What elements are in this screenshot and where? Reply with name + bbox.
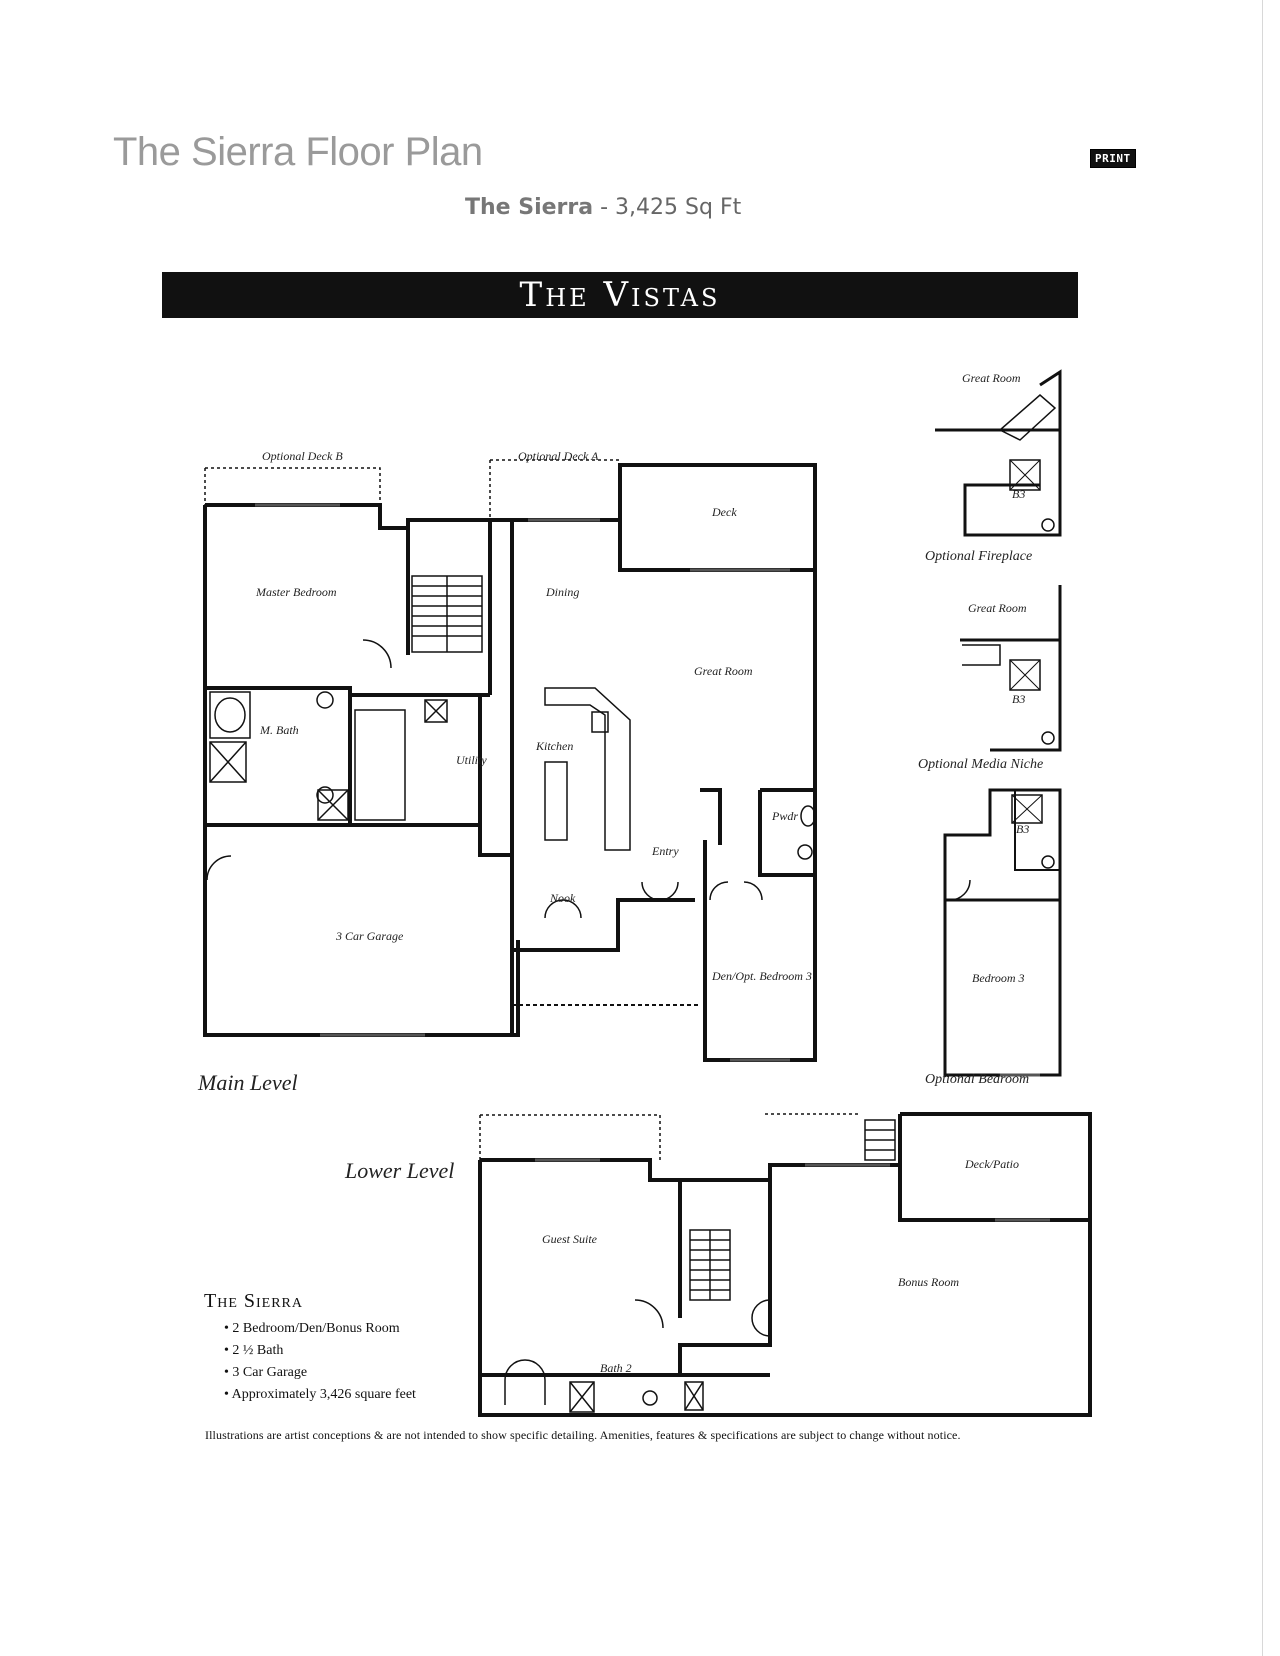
features-title: The Sierra <box>204 1290 304 1312</box>
label-optional-bedroom: Optional Bedroom <box>925 1072 1029 1087</box>
plan-subtitle: The Sierra - 3,425 Sq Ft <box>465 195 741 220</box>
feature-item: 2 ½ Bath <box>232 1340 416 1362</box>
feature-item: 3 Car Garage <box>232 1362 416 1384</box>
label-dining: Dining <box>545 585 579 599</box>
subtitle-separator: - <box>593 195 616 220</box>
main-level-details <box>204 459 816 1062</box>
label-niche-great-room: Great Room <box>968 601 1027 615</box>
page-title: The Sierra Floor Plan <box>113 130 483 174</box>
optional-fireplace-plan <box>935 369 1062 537</box>
plan-size: 3,425 Sq Ft <box>615 195 742 220</box>
label-master-bedroom: Master Bedroom <box>255 585 337 599</box>
label-b3-niche: B3 <box>1012 692 1025 706</box>
label-b3-fireplace: B3 <box>1012 487 1025 501</box>
label-optional-deck-a: Optional Deck A <box>518 449 599 463</box>
label-deck-patio: Deck/Patio <box>964 1157 1019 1171</box>
label-m-bath: M. Bath <box>259 723 299 737</box>
disclaimer: Illustrations are artist conceptions & a… <box>205 1428 961 1442</box>
label-den: Den/Opt. Bedroom 3 <box>711 969 812 983</box>
label-powder: Pwdr <box>771 809 798 823</box>
feature-item: 2 Bedroom/Den/Bonus Room <box>232 1318 416 1340</box>
label-guest-suite: Guest Suite <box>542 1232 598 1246</box>
label-great-room: Great Room <box>694 664 753 678</box>
label-deck: Deck <box>711 505 737 519</box>
label-garage: 3 Car Garage <box>335 929 404 943</box>
plan-name: The Sierra <box>465 195 594 220</box>
label-optional-media-niche: Optional Media Niche <box>918 757 1043 772</box>
label-lower-level: Lower Level <box>344 1158 454 1183</box>
lower-level-details <box>479 1113 1050 1413</box>
label-fireplace-great-room: Great Room <box>962 371 1021 385</box>
label-bonus-room: Bonus Room <box>898 1275 959 1289</box>
optional-bedroom-plan <box>943 788 1062 1077</box>
page-edge <box>1262 0 1263 1656</box>
label-entry: Entry <box>651 844 679 858</box>
label-bedroom-3: Bedroom 3 <box>972 971 1025 985</box>
label-bath-2: Bath 2 <box>600 1361 632 1375</box>
label-main-level: Main Level <box>197 1070 298 1095</box>
community-banner: The Vistas <box>162 272 1078 318</box>
label-nook: Nook <box>549 891 576 905</box>
label-utility: Utility <box>456 753 487 767</box>
label-optional-deck-b: Optional Deck B <box>262 449 343 463</box>
label-b3-bedroom: B3 <box>1016 822 1029 836</box>
feature-item: Approximately 3,426 square feet <box>232 1384 416 1406</box>
optional-media-niche-plan <box>960 585 1062 752</box>
label-kitchen: Kitchen <box>535 739 573 753</box>
features-list: 2 Bedroom/Den/Bonus Room 2 ½ Bath 3 Car … <box>232 1318 416 1406</box>
label-optional-fireplace: Optional Fireplace <box>925 549 1032 564</box>
print-button[interactable]: PRINT <box>1090 149 1136 168</box>
